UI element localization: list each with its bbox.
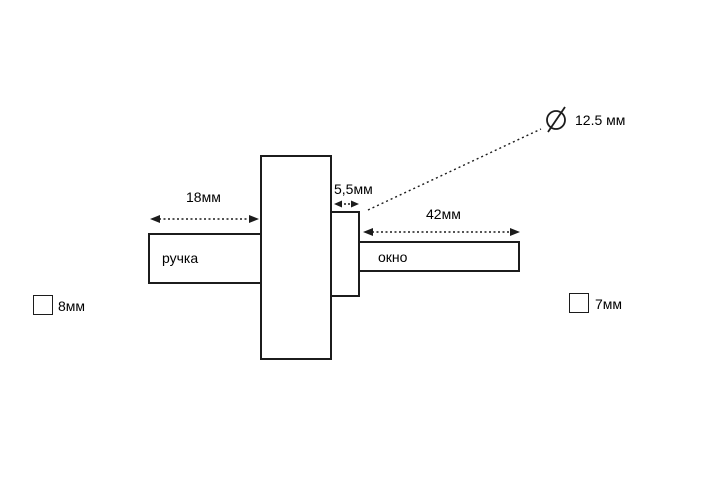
dim-arrow-42mm [363,228,520,236]
connector-shape [330,211,360,297]
dim-5-5mm-label: 5,5мм [334,181,373,197]
dim-arrow-5-5mm [334,200,359,208]
diameter-icon [546,106,566,133]
dim-42mm-label: 42мм [426,206,461,222]
square-right-shape [569,293,589,313]
square-right-label: 7мм [595,296,623,312]
window-bar-shape [358,241,520,272]
dim-arrow-18mm [150,215,259,223]
diameter-value-label: 12.5 мм [575,112,626,128]
handle-label: ручка [162,250,199,266]
diameter-leader-line [367,128,542,211]
dim-18mm-label: 18мм [186,189,221,205]
spindle-body-shape [260,155,332,360]
window-label: окно [378,249,408,265]
square-left-shape [33,295,53,315]
handle-bar-shape [148,233,262,284]
square-left-label: 8мм [58,298,86,314]
